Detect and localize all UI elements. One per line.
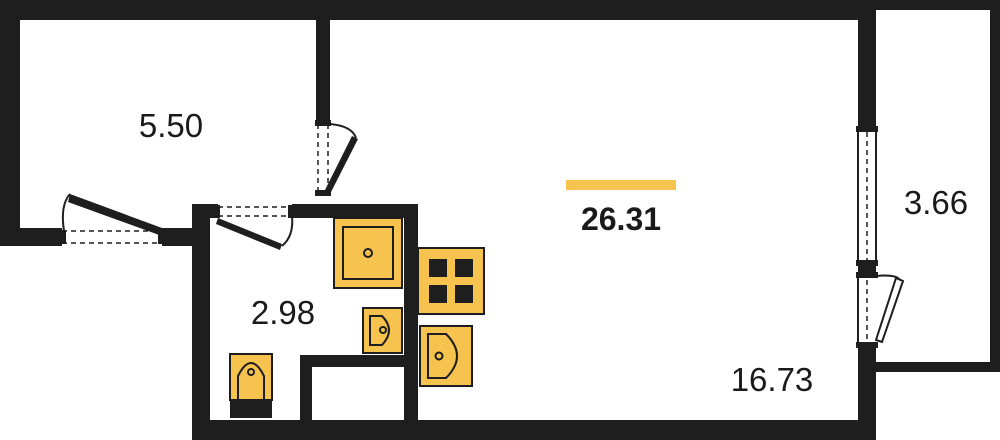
- entrance-door: [58, 193, 166, 244]
- hallway-living-door: [315, 120, 358, 196]
- balcony-window: [856, 126, 878, 266]
- hallway-area-label: 5.50: [139, 107, 203, 144]
- kitchen-sink-icon: [419, 325, 473, 387]
- shower-tray: [333, 217, 403, 289]
- stove-icon: [417, 247, 485, 315]
- total-area-label: 26.31: [581, 201, 661, 237]
- balcony-door: [856, 272, 905, 348]
- toilet-icon: [229, 353, 273, 418]
- balcony-area-label: 3.66: [904, 184, 968, 221]
- balcony-outline: [876, 0, 1000, 372]
- bathroom-area-label: 2.98: [251, 294, 315, 331]
- living-area-label: 16.73: [731, 361, 814, 398]
- interior-walls: [192, 0, 418, 440]
- exterior-walls: [0, 0, 876, 440]
- bathroom-door: [214, 205, 294, 250]
- total-area-accent-bar: [566, 180, 676, 190]
- bathroom-sink-icon: [362, 307, 403, 354]
